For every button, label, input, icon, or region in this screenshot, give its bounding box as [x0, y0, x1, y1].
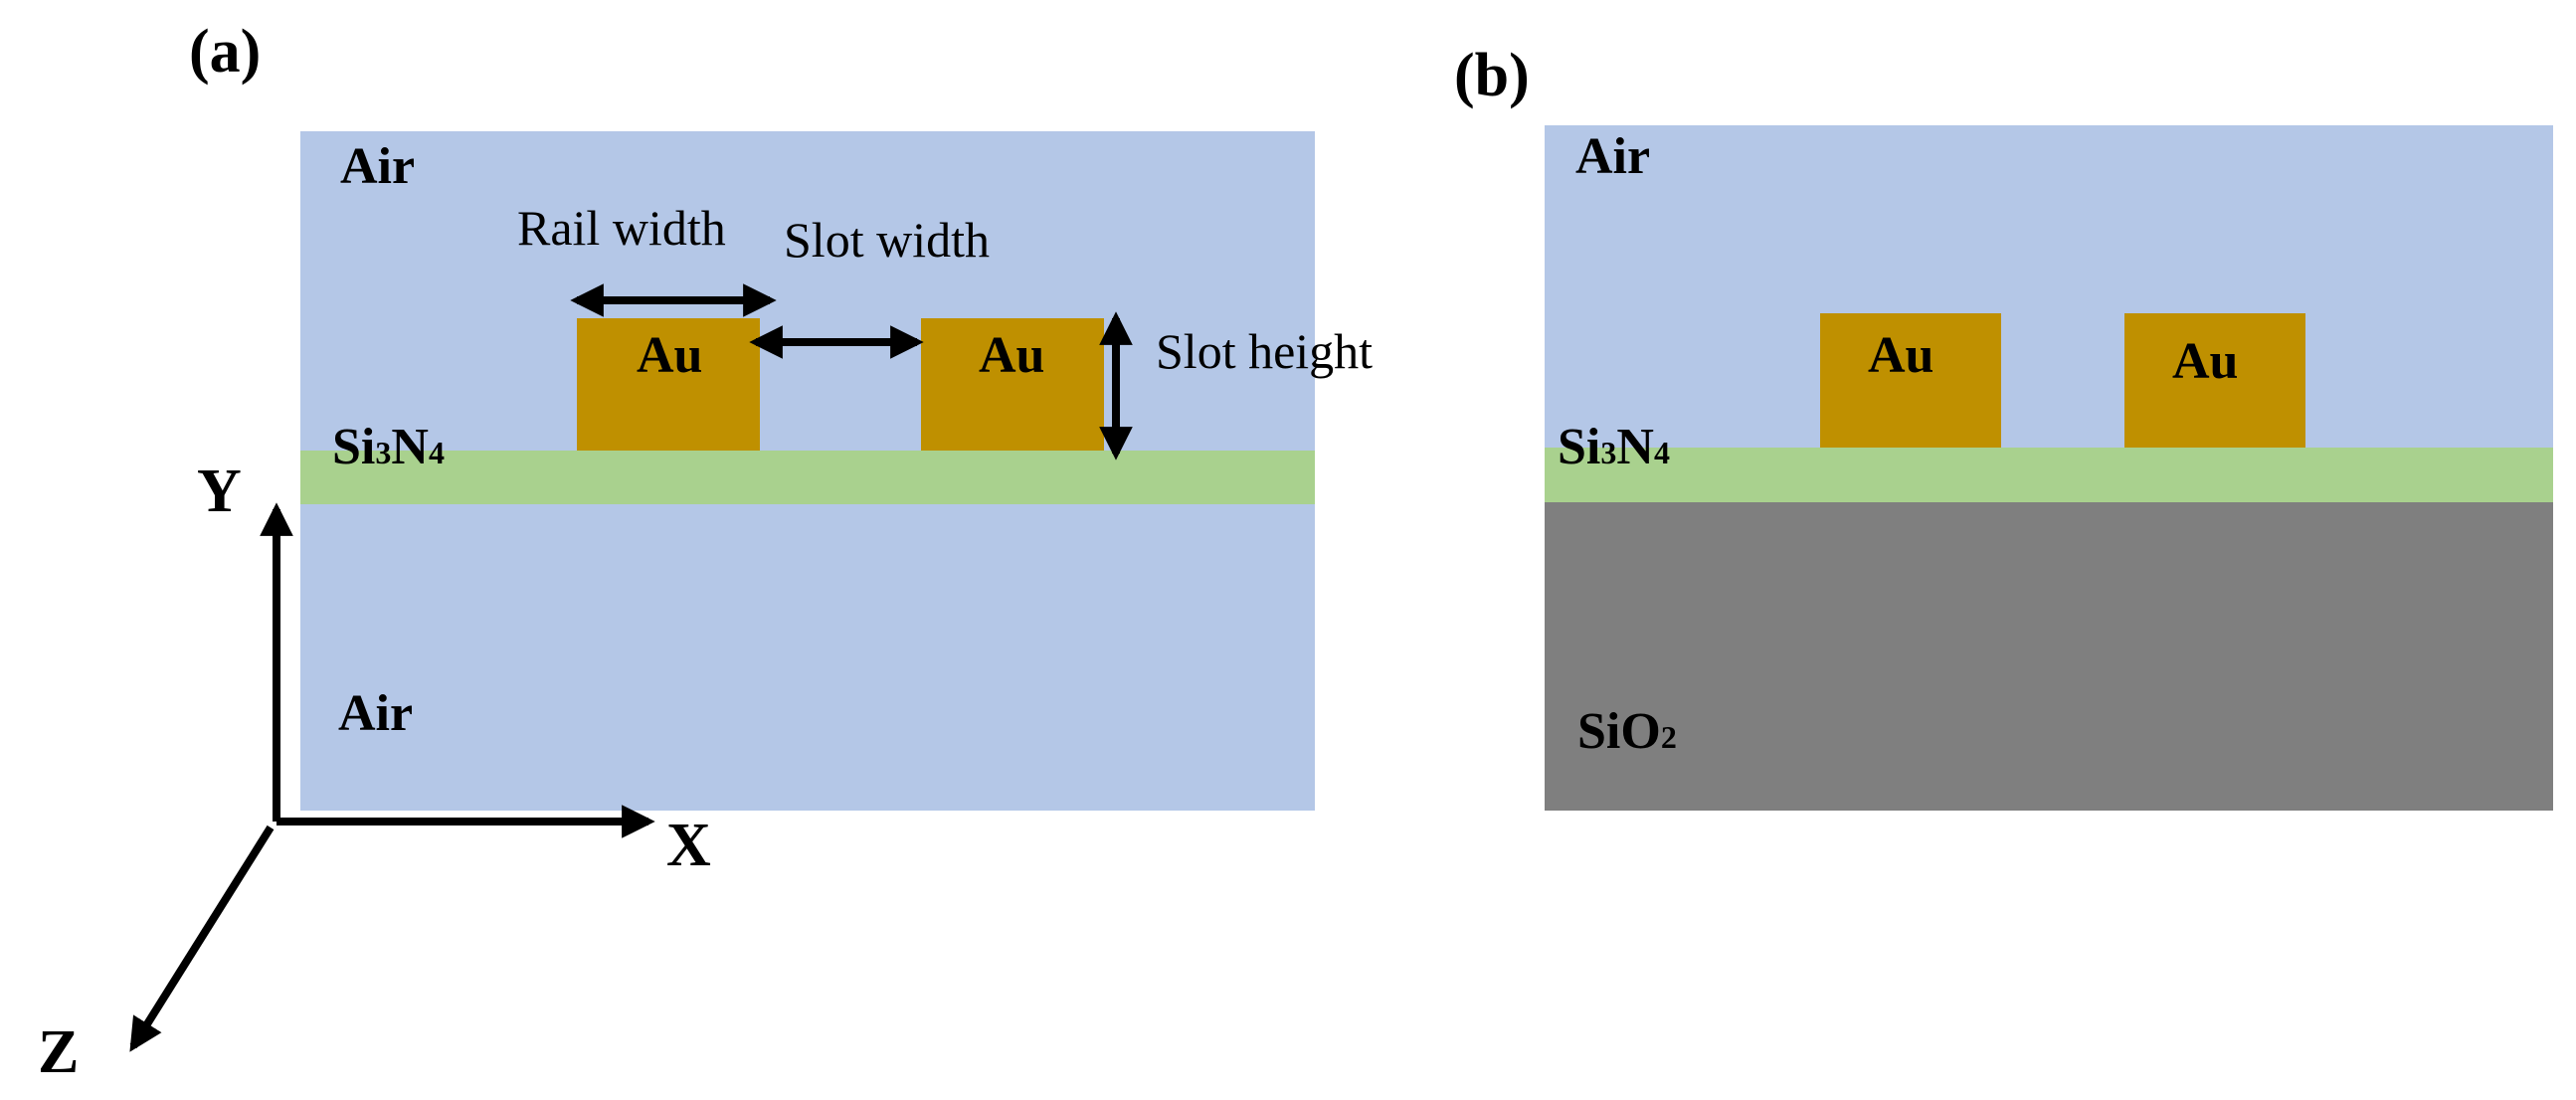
- panel-b-air-top: [1545, 125, 2553, 448]
- panel-b: (b) Air Si3N4 SiO2 Au Au: [1454, 42, 2553, 811]
- x-axis-label: X: [666, 812, 711, 879]
- panel-b-sio2-substrate: [1545, 502, 2553, 811]
- z-axis-arrow: [129, 825, 275, 1052]
- y-axis-label: Y: [197, 458, 242, 525]
- panel-a-air-bottom: [300, 504, 1315, 811]
- panel-a-au-label-right: Au: [979, 327, 1044, 384]
- panel-a-au-rail-right: [921, 318, 1104, 451]
- panel-a-label: (a): [189, 18, 261, 86]
- z-axis-label: Z: [38, 1018, 79, 1086]
- panel-b-label: (b): [1454, 42, 1530, 109]
- panel-a-air-bottom-label: Air: [338, 685, 413, 742]
- panel-a-air-top-label: Air: [340, 138, 415, 195]
- panel-a-si3n4-label: Si3N4: [332, 419, 445, 475]
- slot-height-label: Slot height: [1156, 323, 1373, 379]
- panel-b-au-label-right: Au: [2172, 333, 2238, 390]
- panel-b-si3n4-layer: [1545, 448, 2553, 502]
- panel-a-au-label-left: Au: [637, 327, 702, 384]
- panel-b-air-top-label: Air: [1575, 128, 1650, 185]
- slot-width-label: Slot width: [784, 212, 990, 268]
- panel-a-si3n4-layer: [300, 451, 1315, 504]
- panel-a-air-top: [300, 131, 1315, 452]
- panel-b-sio2-label: SiO2: [1577, 703, 1677, 760]
- panel-a-au-rail-left: [577, 318, 760, 451]
- panel-b-au-rail-right: [2124, 313, 2305, 448]
- panel-b-au-rail-left: [1820, 313, 2001, 448]
- rail-width-label: Rail width: [517, 200, 726, 256]
- panel-b-si3n4-label: Si3N4: [1558, 419, 1670, 475]
- panel-b-au-label-left: Au: [1868, 327, 1933, 384]
- panel-a: (a) Air Air Si3N4 Au Au Rail width Slot …: [38, 18, 1373, 1086]
